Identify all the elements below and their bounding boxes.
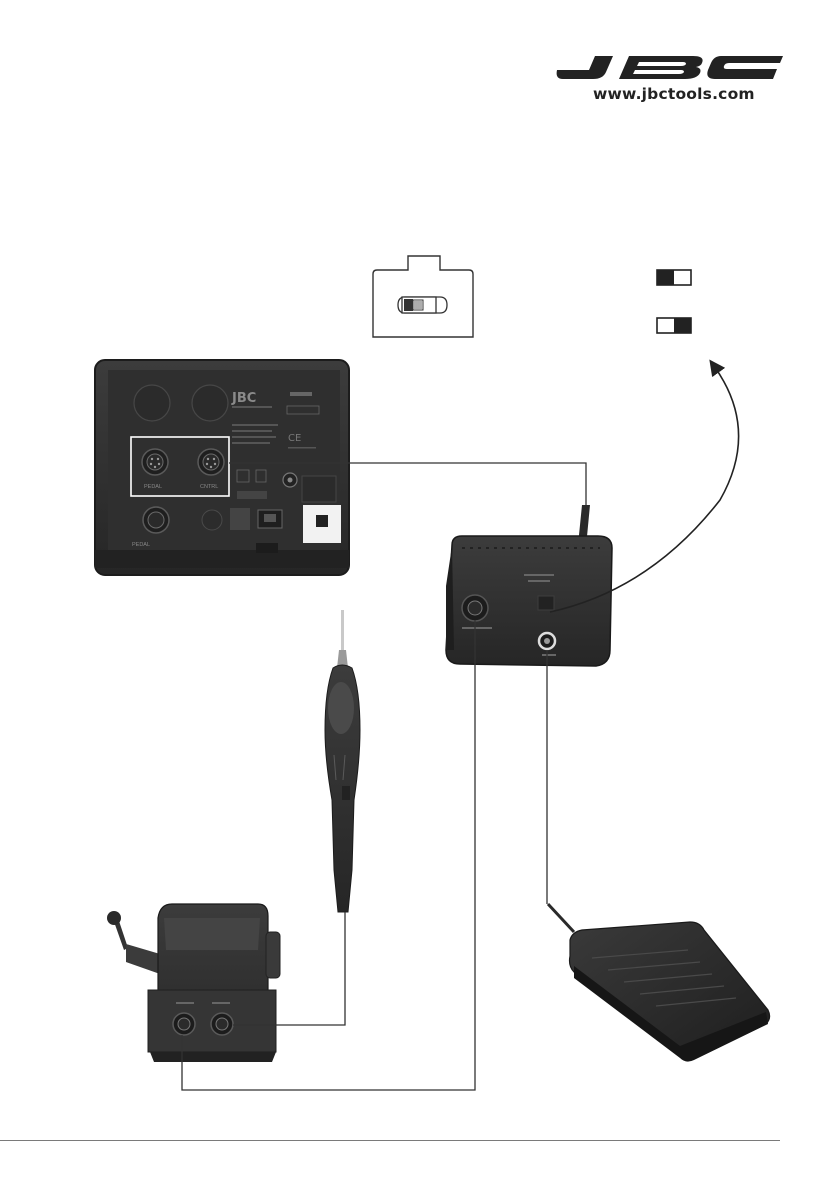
switch-position-right-icon [657,318,691,333]
port-label-pedal-2: PEDAL [132,542,150,548]
port-label-cntrl: CNTRL [200,484,218,490]
tool-holder-stand [107,904,280,1062]
footer-rule [0,1140,780,1141]
switch-position-left-icon [657,270,691,285]
control-box [446,505,612,666]
soldering-handpiece [325,610,360,912]
port-label-pedal: PEDAL [144,484,162,490]
foot-pedal [548,904,770,1062]
control-station: JBC CE PEDAL CNTRL [95,360,349,575]
svg-text:CE: CE [288,433,301,444]
station-brand: JBC [231,391,256,406]
switch-detail-inset [373,256,473,337]
